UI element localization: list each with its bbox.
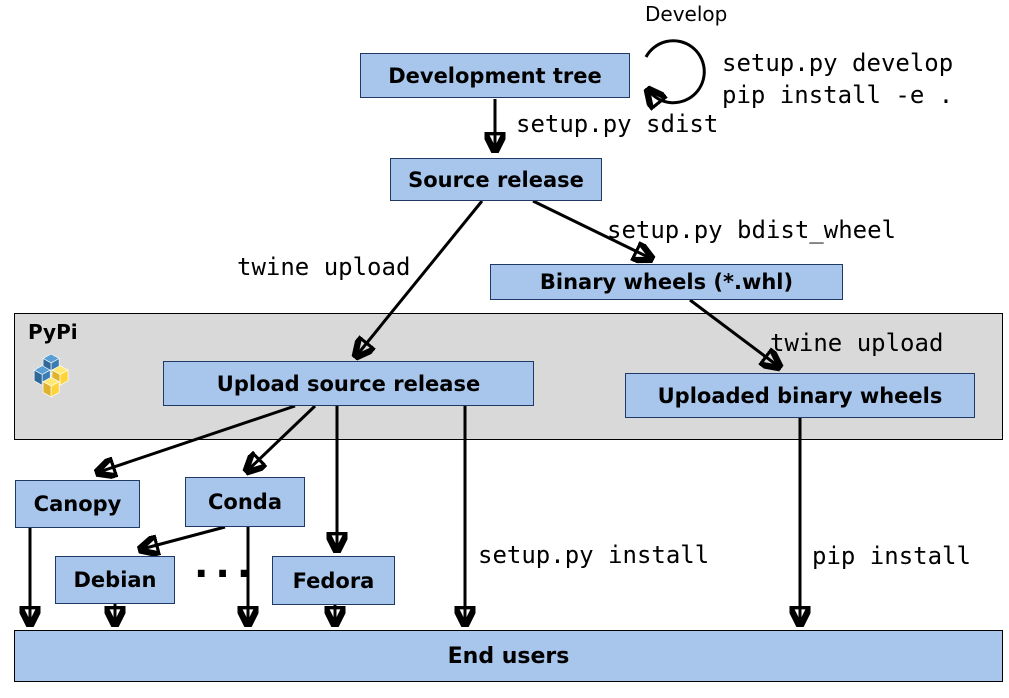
arrow-develop-self-loop bbox=[646, 39, 706, 103]
node-source-release: Source release bbox=[390, 158, 602, 201]
node-binary-wheels: Binary wheels (*.whl) bbox=[490, 264, 843, 300]
node-label: Upload source release bbox=[216, 371, 481, 396]
edge-label-pip-install: pip install bbox=[812, 542, 971, 570]
edge-label-twine-upload-source: twine upload bbox=[237, 253, 411, 281]
node-fedora: Fedora bbox=[272, 556, 395, 605]
node-label: Source release bbox=[408, 167, 584, 192]
node-label: Fedora bbox=[292, 568, 375, 593]
node-upload-source-release: Upload source release bbox=[163, 361, 534, 406]
pypi-band-label: PyPi bbox=[28, 320, 78, 344]
node-canopy: Canopy bbox=[15, 480, 140, 528]
node-uploaded-binary-wheels: Uploaded binary wheels bbox=[625, 373, 975, 418]
node-label: Canopy bbox=[33, 492, 122, 516]
node-label: Uploaded binary wheels bbox=[657, 383, 943, 408]
ellipsis-more-distros: ... bbox=[194, 542, 259, 586]
edge-label-pip-install-e: pip install -e . bbox=[722, 81, 954, 109]
node-label: Development tree bbox=[388, 63, 602, 88]
node-development-tree: Development tree bbox=[360, 53, 630, 98]
node-conda: Conda bbox=[185, 477, 305, 527]
edge-label-setup-py-develop: setup.py develop bbox=[722, 49, 954, 77]
end-users-label: End users bbox=[447, 643, 570, 669]
node-label: Binary wheels (*.whl) bbox=[539, 270, 794, 294]
edge-label-setup-py-sdist: setup.py sdist bbox=[516, 110, 719, 138]
edge-label-develop: Develop bbox=[645, 2, 728, 26]
edge-label-setup-py-install: setup.py install bbox=[478, 541, 710, 569]
node-label: Conda bbox=[208, 490, 282, 514]
node-label: Debian bbox=[73, 568, 157, 592]
edge-label-twine-upload-wheels: twine upload bbox=[770, 329, 944, 357]
edge-label-setup-py-bdist-wheel: setup.py bdist_wheel bbox=[607, 216, 896, 244]
node-end-users: End users bbox=[14, 630, 1003, 682]
node-debian: Debian bbox=[55, 556, 175, 604]
pypi-logo-icon bbox=[33, 354, 69, 398]
